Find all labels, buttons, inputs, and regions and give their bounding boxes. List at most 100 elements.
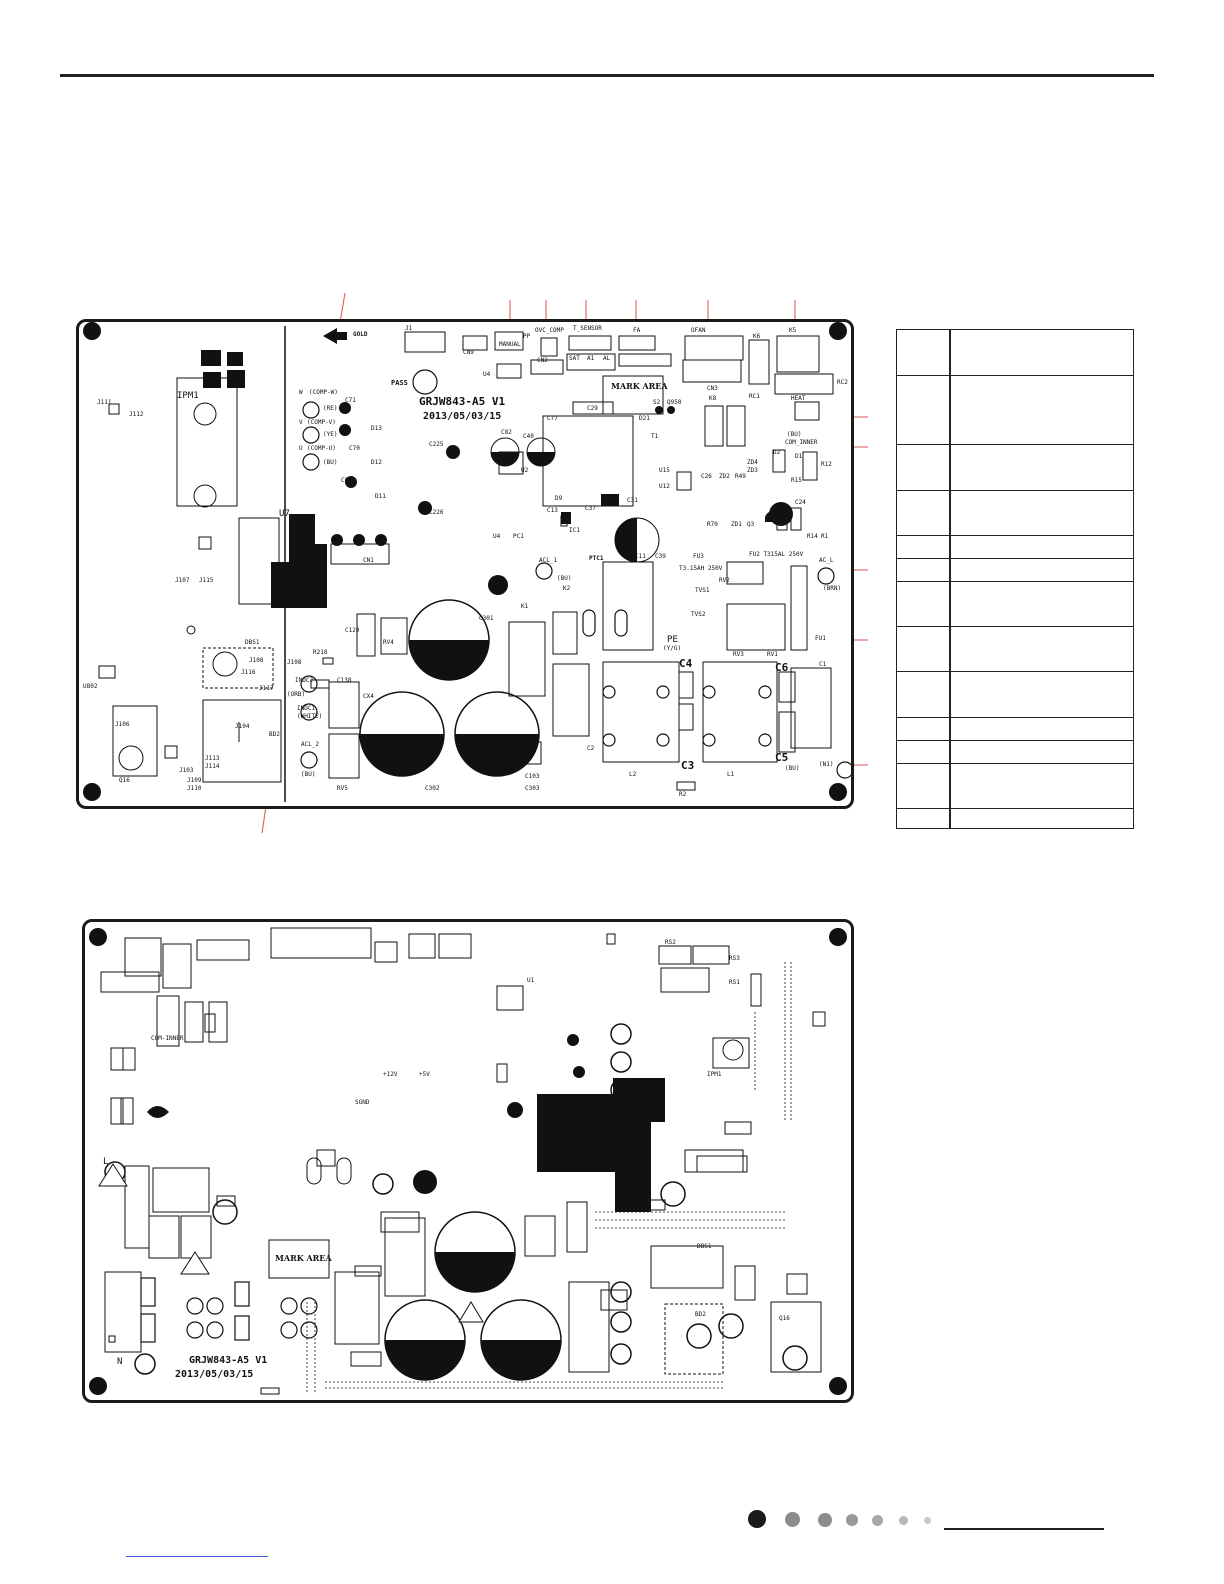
c70-label: C70 [349,445,360,452]
mount-hole-tl2 [89,928,107,946]
c301-label: C301 [479,615,494,622]
mount-hole-bl [83,783,101,801]
u2-label: U2 [521,467,529,474]
heat-label: HEAT [791,395,806,402]
tvs1-label: TVS1 [695,587,710,594]
c225-label: C225 [429,441,444,448]
pass-label: PASS [391,379,408,387]
q16-label: Q16 [119,777,130,784]
j108-label: J108 [249,657,264,664]
d9-label: D9 [555,495,563,502]
k5-label: K5 [789,327,797,334]
rs1-label: RS1 [729,979,740,986]
page-indicator-dots [740,1510,940,1530]
pc1-label: PC1 [513,533,524,540]
w-label: W [299,389,303,396]
mount-hole-tr [829,322,847,340]
rv2-label: RV2 [719,577,730,584]
j113-label: J113 [205,755,220,762]
cn1-label: CN1 [363,557,374,564]
ovc-comp-label: OVC_COMP [535,327,564,334]
sat-label: SAT [569,355,580,362]
rv4-label: RV4 [383,639,394,646]
n-terminal-label: N [117,1357,123,1367]
n1-label: (N1) [819,761,834,768]
sgnd-label: SGND [355,1099,370,1106]
u802-label: U802 [83,683,98,690]
dbs1-bottom-label: DBS1 [697,1243,712,1250]
j103-label: J103 [179,767,194,774]
t1-label: T1 [651,433,659,440]
dot-4 [846,1514,858,1526]
gold-arrow-label: GOLD [353,331,368,338]
fu1-label: FU1 [815,635,826,642]
ipm1-label: IPM1 [177,391,199,401]
v-ye-label: (YE) [323,431,338,438]
d12-label: D12 [371,459,382,466]
d13-label: D13 [371,425,382,432]
c39-label: C39 [655,553,666,560]
v-comp-label: (COMP-V) [307,419,336,426]
rv1-label: RV1 [767,651,778,658]
cx4-label: CX4 [363,693,374,700]
rc1-label: RC1 [749,393,760,400]
u-label: U [299,445,303,452]
c37-label: C37 [585,505,596,512]
white-label: (WHITE) [297,713,323,720]
ofan-label: OFAN [691,327,706,334]
pp-label: PP [523,333,531,340]
q3-label: Q3 [747,521,755,528]
w-comp-label: (COMP-W) [309,389,338,396]
q950-label: Q950 [667,399,682,406]
c29-label: C29 [587,405,598,412]
j104-label: J104 [235,723,250,730]
c5-label: C5 [775,751,789,764]
cn9-label: CN9 [463,349,474,356]
ptc1-label: PTC1 [589,555,604,562]
j111-label: J111 [97,399,112,406]
u12-label: U12 [659,483,670,490]
rs2-label: RS2 [665,939,676,946]
r218-label: R218 [313,649,328,656]
ac-l-label: AC_L [819,557,834,564]
u15-label: U15 [659,467,670,474]
u1-label: U1 [527,977,535,984]
c226-label: C226 [429,509,444,516]
c71-label: C71 [345,397,356,404]
fa-label: FA [633,327,641,334]
c303-label: C303 [525,785,540,792]
t-sensor-label: T_SENSOR [573,325,602,332]
board-date-bottom-label: 2013/05/03/15 [175,1369,254,1380]
heat-bu-label: (BU) [787,431,802,438]
v-label: V [299,419,303,426]
footer-link-underline[interactable] [126,1556,268,1557]
r2-label: R2 [679,791,687,798]
r14-label: R14 [807,533,818,540]
l2-label: L2 [629,771,637,778]
c26-label: C26 [701,473,712,480]
c1-label: C1 [819,661,827,668]
c24-label: C24 [795,499,806,506]
rv3-label: RV3 [733,651,744,658]
cn2-label: CN2 [537,357,548,364]
r1-label: R1 [821,533,829,540]
c120-label: C120 [345,627,360,634]
c69-label: C69 [341,477,352,484]
dot-6 [899,1516,908,1525]
j112-label: J112 [129,411,144,418]
j110-label: J110 [187,785,202,792]
q16-bottom-label: Q16 [779,1315,790,1322]
c6-label: C6 [775,661,789,674]
j107-label: J107 [175,577,190,584]
k8-label: K8 [709,395,717,402]
k1-label: K1 [521,603,529,610]
zd2-label: ZD2 [719,473,730,480]
s2-label: S2 [653,399,661,406]
header-rule [60,74,1154,77]
j109-label: J109 [187,777,202,784]
l-terminal-label: L [103,1157,109,1167]
d2-label: D2 [773,449,781,456]
p5v-label: +5V [419,1071,430,1078]
p12v-label: +12V [383,1071,398,1078]
d21-label: D21 [639,415,650,422]
